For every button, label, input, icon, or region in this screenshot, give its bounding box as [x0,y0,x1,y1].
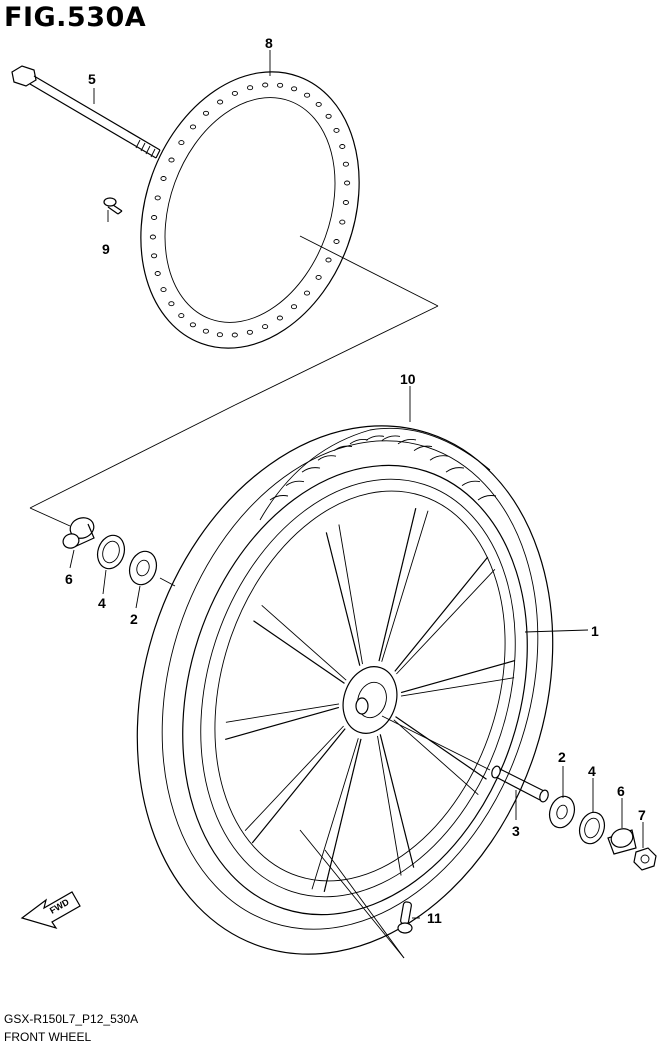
callout-9: 9 [102,241,110,257]
callout-7: 7 [638,807,646,823]
dust-seal-right[interactable] [576,809,609,847]
axle-bolt[interactable] [11,65,161,159]
callout-6a: 6 [65,571,73,587]
callout-6b: 6 [617,783,625,799]
callout-10: 10 [400,371,416,387]
tire-valve[interactable] [397,901,413,934]
callout-3: 3 [512,823,520,839]
wheel-rim[interactable] [127,420,583,959]
callout-5: 5 [88,71,96,87]
bearing-right[interactable] [546,793,579,831]
figure-title: FIG.530A [4,2,147,33]
callout-2a: 2 [130,611,138,627]
fwd-arrow-icon [20,891,81,930]
callout-2b: 2 [558,749,566,765]
callout-4b: 4 [588,763,596,779]
brake-disc[interactable] [104,41,397,379]
bearing-left[interactable] [125,548,160,588]
spacer-right[interactable] [607,826,637,855]
callout-4a: 4 [98,595,106,611]
figure-section-name: FRONT WHEEL [4,1030,92,1044]
spacer-left[interactable] [61,514,97,550]
callout-11: 11 [427,910,442,926]
figure-model-code: GSX-R150L7_P12_530A [4,1012,139,1026]
axle-nut[interactable] [633,847,657,871]
callout-8: 8 [265,35,273,51]
leader-lines [29,50,644,959]
disc-bolt[interactable] [103,197,123,215]
axle-spacer[interactable] [490,765,549,803]
callout-1: 1 [591,623,599,639]
dust-seal-left[interactable] [93,532,128,572]
